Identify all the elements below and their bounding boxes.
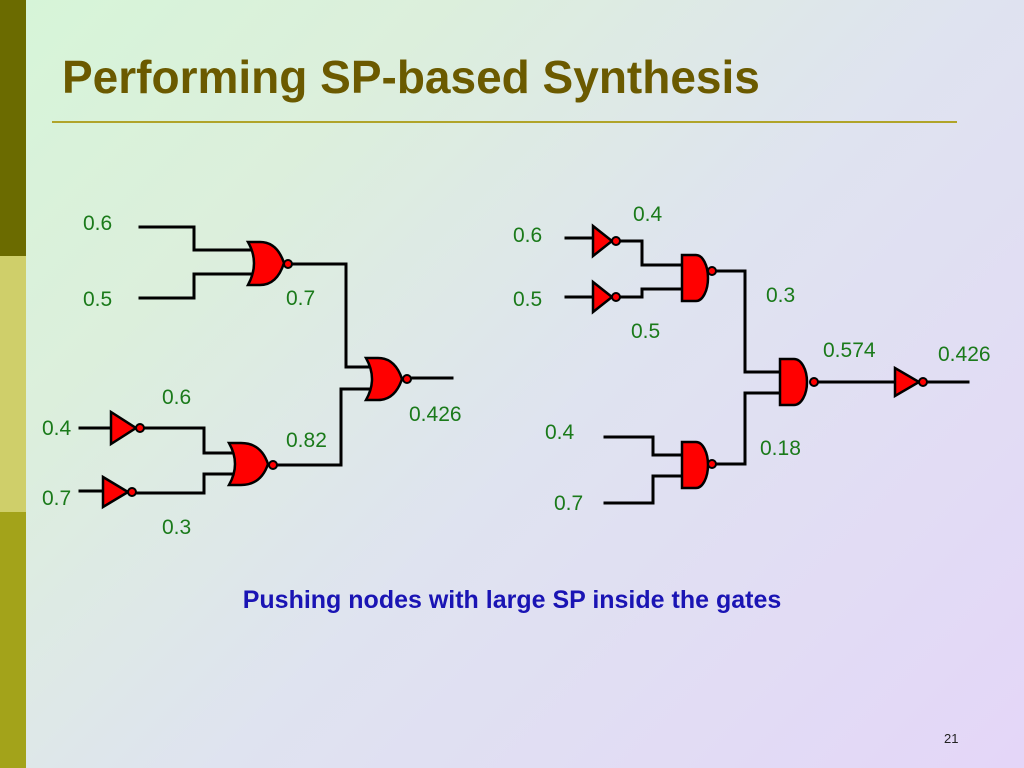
accent-bar-top <box>0 0 26 256</box>
inverter-right-a-bubble <box>611 236 621 246</box>
left-input-c-label: 0.4 <box>42 417 72 440</box>
left-inverter-c-output-label: 0.6 <box>162 386 191 409</box>
slide-caption: Pushing nodes with large SP inside the g… <box>242 586 782 614</box>
left-input-b-label: 0.5 <box>83 288 112 311</box>
nor-gate-bottom-bubble <box>268 460 278 470</box>
inverter-right-b <box>591 279 621 315</box>
left-nor-bottom-output-label: 0.82 <box>286 429 327 452</box>
inverter-right-a <box>591 223 621 259</box>
right-wires <box>564 236 970 505</box>
left-input-d-label: 0.7 <box>42 487 71 510</box>
left-wires <box>78 225 454 495</box>
nor-gate-output-bubble <box>402 374 412 384</box>
nand-gate-output <box>778 357 819 407</box>
inverter-right-b-bubble <box>611 292 621 302</box>
nand-gate-top-bubble <box>707 266 717 276</box>
nor-gate-output <box>363 356 412 402</box>
inverter-left-d <box>101 474 137 510</box>
inverter-left-c-bubble <box>135 423 145 433</box>
nor-gate-bottom <box>226 441 278 487</box>
right-output-label: 0.426 <box>938 343 991 366</box>
right-input-c-label: 0.4 <box>545 421 575 444</box>
accent-bar-bottom <box>0 512 26 768</box>
accent-bar-middle <box>0 256 26 512</box>
right-nand-final-output-label: 0.574 <box>823 339 876 362</box>
right-input-b-label: 0.5 <box>513 288 542 311</box>
right-input-a-label: 0.6 <box>513 224 542 247</box>
inverter-left-c <box>109 409 145 447</box>
title-underline <box>52 121 957 123</box>
inverter-left-d-bubble <box>127 487 137 497</box>
left-input-a-label: 0.6 <box>83 212 112 235</box>
nand-gate-bottom-bubble <box>707 459 717 469</box>
right-nand-bottom-output-label: 0.18 <box>760 437 801 460</box>
right-inverter-b-output-label: 0.5 <box>631 320 660 343</box>
nor-gate-top-bubble <box>283 259 293 269</box>
nor-gate-top <box>245 240 293 287</box>
left-inverter-d-output-label: 0.3 <box>162 516 191 539</box>
left-output-label: 0.426 <box>409 403 462 426</box>
nand-gate-bottom <box>680 440 717 490</box>
nand-gate-output-bubble <box>809 377 819 387</box>
page-number: 21 <box>944 731 959 746</box>
slide-title: Performing SP-based Synthesis <box>62 51 760 103</box>
right-inverter-a-output-label: 0.4 <box>633 203 663 226</box>
left-nor-top-output-label: 0.7 <box>286 287 315 310</box>
right-input-d-label: 0.7 <box>554 492 583 515</box>
inverter-right-output <box>893 365 928 399</box>
inverter-right-output-bubble <box>918 377 928 387</box>
right-nand-top-output-label: 0.3 <box>766 284 795 307</box>
nand-gate-top <box>680 253 717 303</box>
